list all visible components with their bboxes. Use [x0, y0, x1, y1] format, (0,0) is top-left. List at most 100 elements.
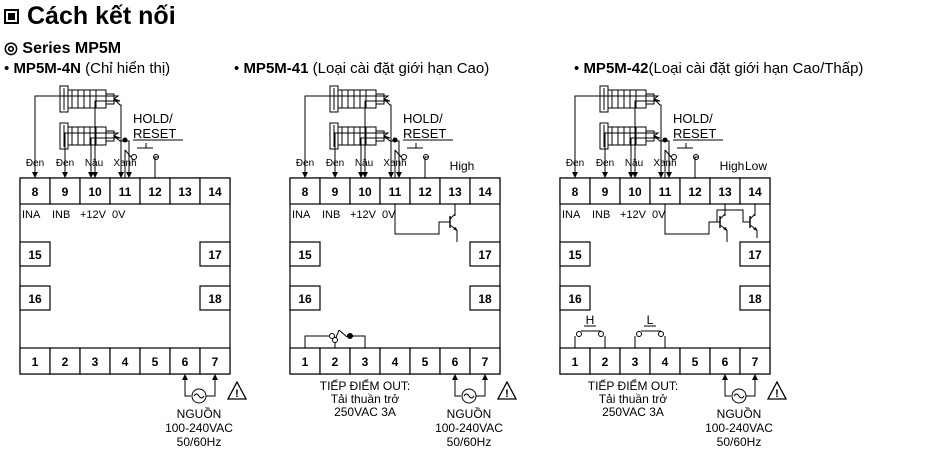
arrow-head-icon: [358, 172, 364, 178]
wire-sensor-a-black: [304, 95, 390, 178]
terminal-bottom: [79, 347, 111, 375]
terminal-label-ina: INA: [292, 209, 311, 221]
terminal-number: 13: [178, 185, 192, 199]
terminal-number: 7: [212, 355, 219, 369]
terminal-side: [289, 241, 321, 267]
model-heading-4n: • MP5M-4N (Chỉ hiển thị): [4, 60, 170, 77]
terminal-number: 11: [659, 185, 672, 199]
switch-contact: [347, 333, 353, 339]
terminal-number: 3: [92, 355, 99, 369]
output-spec-line: 250VAC 3A: [334, 405, 396, 419]
terminal-top: [199, 177, 231, 205]
arrow-head-icon: [92, 172, 98, 178]
arrow-head-icon: [388, 172, 394, 178]
terminal-top: [139, 177, 171, 205]
terminal-number: 6: [452, 355, 459, 369]
terminal-number: 5: [422, 355, 429, 369]
terminal-number: 7: [752, 355, 759, 369]
page-title-text: Cách kết nối: [27, 2, 176, 30]
power-spec-line: 50/60Hz: [447, 435, 492, 449]
wire: [124, 149, 132, 158]
wire-sensor-a-black: [574, 95, 660, 178]
terminal-number: 12: [418, 185, 432, 199]
terminal-label-0v: 0V: [112, 209, 126, 221]
arrow-head-icon: [182, 374, 188, 380]
warning-icon: [766, 380, 788, 400]
terminal-label-ina: INA: [22, 209, 41, 221]
terminal-label-0v: 0V: [382, 209, 396, 221]
sensor-body: [67, 89, 107, 109]
wire-output-common: [394, 204, 450, 235]
terminal-number: 9: [332, 185, 339, 199]
wire-hold-right: [154, 156, 159, 178]
terminal-side: [469, 285, 501, 311]
terminal-number: 10: [88, 185, 102, 199]
terminal-number: 2: [602, 355, 609, 369]
switch-contact: [598, 331, 604, 337]
terminal-label-12v: +12V: [350, 209, 377, 221]
power-spec-line: NGUỒN: [177, 406, 222, 421]
sensor-body: [337, 89, 377, 109]
terminal-bottom: [19, 347, 51, 375]
reset-label: RESET: [133, 126, 176, 141]
power-spec-line: 100-240VAC: [435, 421, 503, 435]
terminal-bottom: [559, 347, 591, 375]
sensor-body: [607, 89, 647, 109]
warning-mark: !: [505, 388, 509, 400]
terminal-number: 15: [28, 248, 42, 262]
bullet-icon: •: [574, 60, 580, 77]
terminal-number: 3: [632, 355, 639, 369]
terminal-number: 4: [392, 355, 399, 369]
wire-power-n: [746, 384, 756, 397]
terminal-bottom: [409, 347, 441, 375]
wire-sensor-b-black: [334, 132, 390, 178]
wire-sensor-a-brown: [634, 98, 661, 178]
wire-power-l: [184, 384, 191, 397]
terminal-side: [289, 285, 321, 311]
hold-label: HOLD/: [403, 111, 443, 126]
wire-sensor-b-brown: [360, 135, 391, 178]
wire-power-n: [476, 384, 486, 397]
transistor-collector: [749, 213, 756, 220]
arrow-head-icon: [332, 172, 338, 178]
terminal-label-inb: INB: [322, 209, 340, 221]
proximity-sensor-icon: [59, 122, 115, 150]
junction-dot: [662, 137, 668, 143]
terminal-side: [19, 241, 51, 267]
wire-label-black: Đen: [296, 158, 314, 169]
terminal-side: [739, 285, 771, 311]
arrow-head-icon: [666, 172, 672, 178]
terminal-top: [169, 177, 201, 205]
terminal-number: 16: [298, 292, 312, 306]
arrow-head-icon: [722, 374, 728, 380]
proximity-sensor-icon: [599, 85, 655, 113]
arrow-head-icon: [62, 172, 68, 178]
wire-label-brown: Nâu: [85, 158, 103, 169]
wire-power-n: [206, 384, 216, 397]
proximity-sensor-icon: [599, 122, 655, 150]
wire-label-black: Đen: [326, 158, 344, 169]
model-description: (Loại cài đặt giới hạn Cao/Thấp): [648, 60, 864, 77]
arrow-head-icon: [628, 172, 634, 178]
terminal-bottom: [439, 347, 471, 375]
terminal-number: 13: [448, 185, 462, 199]
terminal-side: [199, 285, 231, 311]
arrow-head-icon: [632, 172, 638, 178]
contact-label-h: H: [586, 313, 595, 327]
terminal-number: 14: [208, 185, 222, 199]
wire-label-black: Đen: [26, 158, 44, 169]
model-name: MP5M-41: [243, 60, 309, 77]
wire-output-common: [664, 204, 720, 235]
hold-label: HOLD/: [673, 111, 713, 126]
wire-label-black: Đen: [596, 158, 614, 169]
terminal-bottom: [319, 347, 351, 375]
reset-label: RESET: [403, 126, 446, 141]
power-spec-line: 50/60Hz: [177, 435, 222, 449]
wire-sensor-a-brown: [364, 98, 391, 178]
terminal-side: [199, 241, 231, 267]
terminal-number: 18: [748, 292, 762, 306]
terminal-number: 12: [688, 185, 702, 199]
power-spec-line: NGUỒN: [717, 406, 762, 421]
